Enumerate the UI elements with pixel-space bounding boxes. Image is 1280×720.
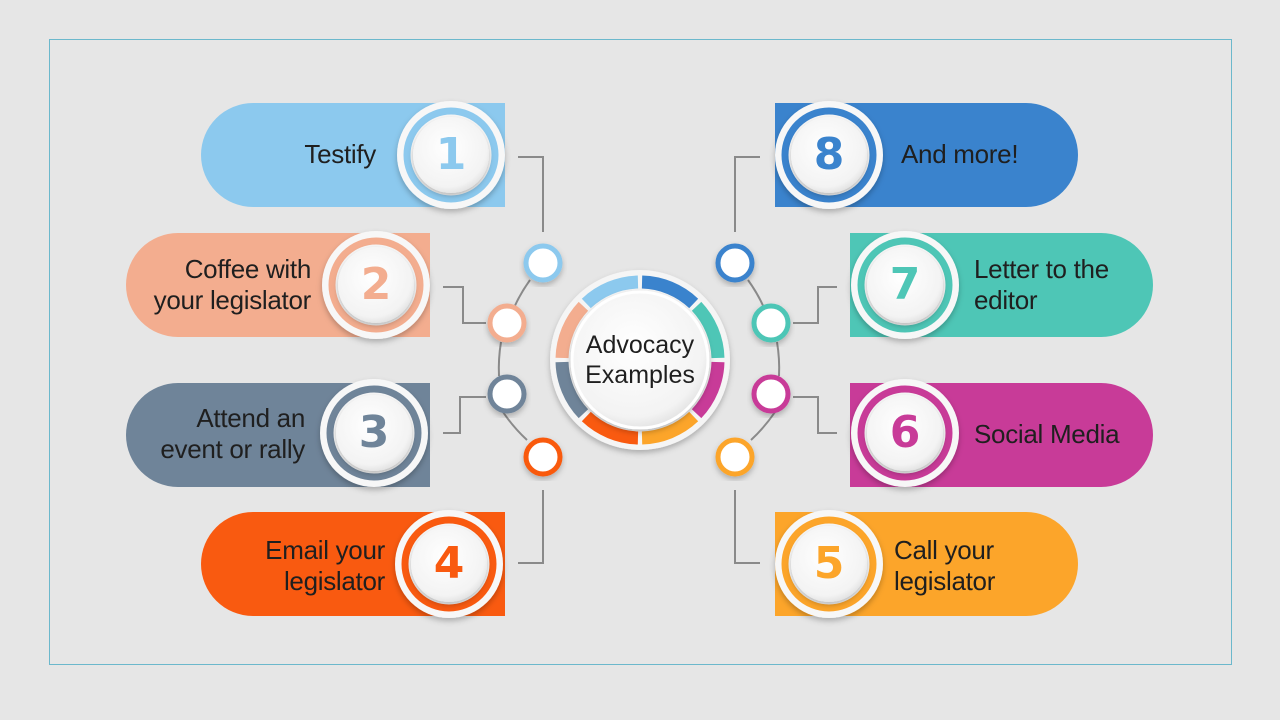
disc-ring-6 bbox=[857, 385, 953, 481]
item-8-label: And more! bbox=[901, 139, 1019, 169]
disc-ring-4 bbox=[401, 516, 497, 612]
disc-ring-5 bbox=[781, 516, 877, 612]
number-discs bbox=[320, 101, 959, 618]
item-6-label: Social Media bbox=[974, 419, 1120, 449]
disc-ring-1 bbox=[403, 107, 499, 203]
disc-ring-8 bbox=[781, 107, 877, 203]
item-6-number: 6 bbox=[889, 407, 921, 458]
disc-inner-4 bbox=[411, 526, 487, 602]
disc-inner-3 bbox=[336, 395, 412, 471]
disc-inner-8 bbox=[791, 117, 867, 193]
ring-segment-6 bbox=[691, 361, 725, 419]
ring-segment-8 bbox=[641, 275, 699, 309]
ring-segment-2 bbox=[555, 301, 589, 359]
small-circle-7 bbox=[751, 303, 791, 343]
disc-inner-5 bbox=[791, 526, 867, 602]
ring-segment-4 bbox=[581, 411, 639, 445]
disc-inner-7 bbox=[867, 247, 943, 323]
disc-ring-2 bbox=[328, 237, 424, 333]
ring-segment-7 bbox=[691, 301, 725, 359]
disc-inner-1 bbox=[413, 117, 489, 193]
small-circle-4 bbox=[523, 437, 563, 477]
item-7-number: 7 bbox=[889, 259, 921, 310]
small-circle-2 bbox=[487, 303, 527, 343]
ring-segment-3 bbox=[555, 361, 589, 419]
ring-segment-5 bbox=[641, 411, 699, 445]
small-circle-3 bbox=[487, 374, 527, 414]
small-circles bbox=[487, 243, 791, 477]
disc-ring-7 bbox=[857, 237, 953, 333]
small-circle-6 bbox=[751, 374, 791, 414]
item-5-number: 5 bbox=[813, 538, 845, 589]
ring-segment-1 bbox=[581, 275, 639, 309]
small-circle-5 bbox=[715, 437, 755, 477]
disc-inner-6 bbox=[867, 395, 943, 471]
item-3-number: 3 bbox=[358, 407, 390, 458]
slide-frame bbox=[49, 39, 1232, 665]
center-hub bbox=[550, 270, 730, 450]
item-1-number: 1 bbox=[435, 129, 467, 180]
item-1-label: Testify bbox=[304, 139, 376, 169]
item-8-number: 8 bbox=[813, 129, 845, 180]
disc-inner-2 bbox=[338, 247, 414, 323]
small-circle-8 bbox=[715, 243, 755, 283]
item-4-number: 4 bbox=[433, 538, 465, 589]
item-2-number: 2 bbox=[360, 259, 392, 310]
disc-ring-3 bbox=[326, 385, 422, 481]
small-circle-1 bbox=[523, 243, 563, 283]
